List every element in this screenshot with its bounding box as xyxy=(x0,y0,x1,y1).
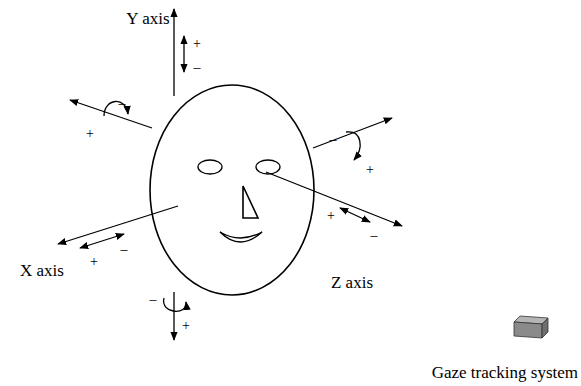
z-axis-line xyxy=(266,172,402,226)
direction-sign: + xyxy=(182,319,190,333)
x-axis-line xyxy=(58,206,178,244)
x-translation-arrow xyxy=(80,234,124,248)
axis-label: Z axis xyxy=(331,274,373,291)
mouth xyxy=(220,232,262,242)
y-axis-line xyxy=(173,292,174,340)
direction-sign: + xyxy=(86,127,94,141)
direction-sign: – xyxy=(330,133,337,147)
direction-sign: + xyxy=(90,255,98,269)
direction-sign: – xyxy=(371,229,378,243)
z-rotation-arrow xyxy=(346,132,360,160)
direction-sign: – xyxy=(194,61,201,75)
direction-sign: – xyxy=(150,293,157,307)
face-outline xyxy=(150,85,314,295)
nose xyxy=(243,186,258,218)
gaze-tracker-device xyxy=(514,316,548,338)
y-axis-line xyxy=(173,9,174,96)
direction-sign: – xyxy=(121,243,128,257)
direction-sign: + xyxy=(366,163,374,177)
direction-sign: + xyxy=(327,209,335,223)
axis-label: Gaze tracking system xyxy=(432,364,578,381)
y-rotation-arrow xyxy=(164,298,186,311)
axis-label: Y axis xyxy=(126,10,169,27)
direction-sign: + xyxy=(193,37,201,51)
x-rotation-axis xyxy=(70,100,152,128)
y-translation-arrow xyxy=(183,36,184,72)
eye xyxy=(256,160,280,174)
z-rotation-axis xyxy=(313,118,392,148)
direction-sign: – xyxy=(119,97,126,111)
z-translation-arrow xyxy=(340,208,370,222)
eye xyxy=(198,160,222,174)
axis-label: X axis xyxy=(20,262,64,279)
